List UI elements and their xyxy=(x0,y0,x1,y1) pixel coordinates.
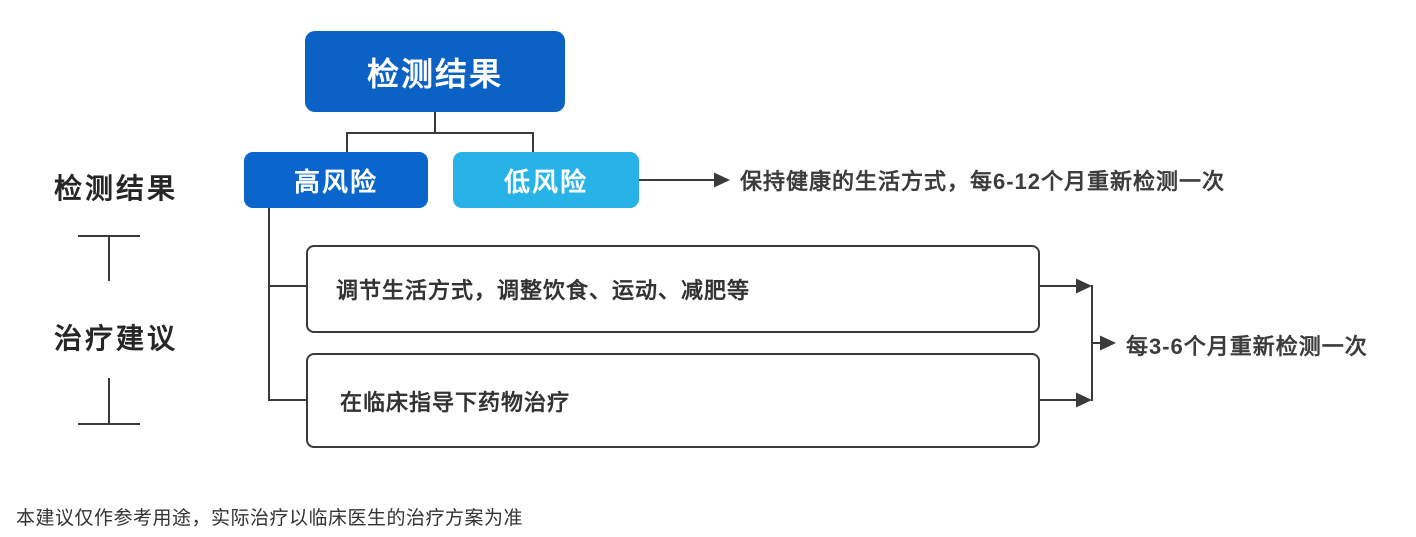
root-to-risk-connector xyxy=(346,112,534,152)
row-bracket-top-icon xyxy=(78,235,140,281)
arrow-right-icon xyxy=(714,172,730,188)
recheck-advice-text: 每3-6个月重新检测一次 xyxy=(1126,334,1368,359)
low-risk-arrow xyxy=(639,172,730,188)
low-risk-advice-text: 保持健康的生活方式，每6-12个月重新检测一次 xyxy=(740,169,1226,194)
arrow-right-icon xyxy=(1076,278,1092,294)
node-low-risk: 低风险 xyxy=(453,152,639,208)
treatment2-out-arrow xyxy=(1040,392,1092,408)
high-risk-branch-connector xyxy=(268,208,306,401)
row-bracket-bottom-icon xyxy=(78,378,140,425)
row-label-test-results: 检测结果 xyxy=(53,173,178,204)
node-treatment-medication: 在临床指导下药物治疗 xyxy=(306,353,1040,448)
arrow-right-icon xyxy=(1100,335,1116,351)
node-high-risk: 高风险 xyxy=(244,152,428,208)
row-label-treatment-advice: 治疗建议 xyxy=(53,323,178,354)
node-test-result: 检测结果 xyxy=(305,31,565,112)
treatment1-out-arrow xyxy=(1040,278,1092,294)
arrow-right-icon xyxy=(1076,392,1092,408)
disclaimer-text: 本建议仅作参考用途，实际治疗以临床医生的治疗方案为准 xyxy=(16,508,524,529)
node-treatment-lifestyle: 调节生活方式，调整饮食、运动、减肥等 xyxy=(306,245,1040,333)
merge-bar-and-arrow xyxy=(1091,285,1116,401)
